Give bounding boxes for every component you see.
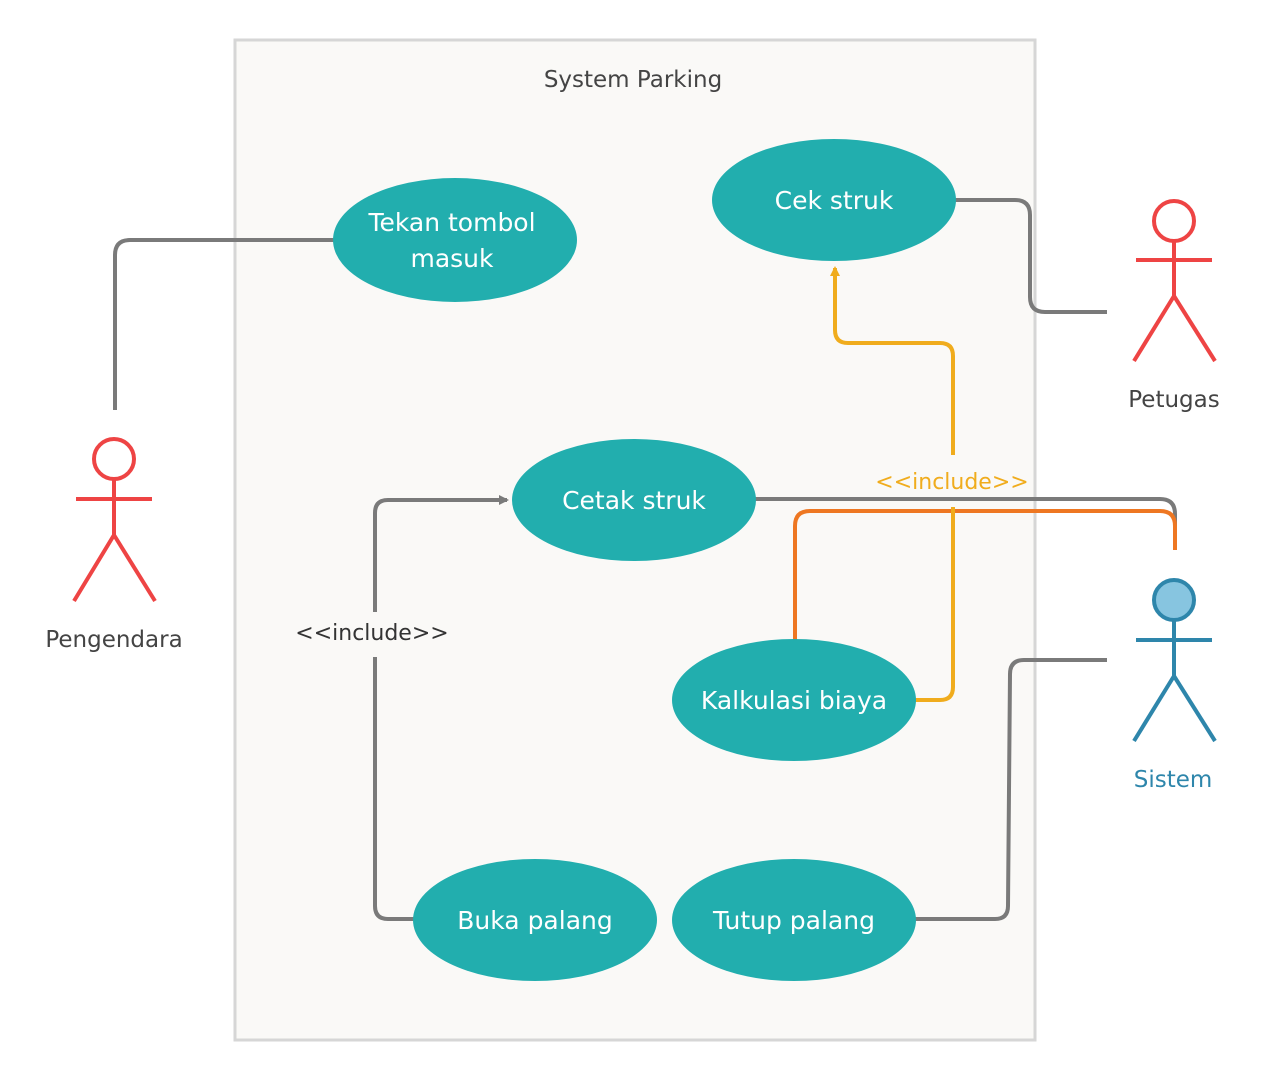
actor-sistem[interactable] bbox=[1132, 578, 1217, 743]
association-cetak-struk-sistem bbox=[755, 497, 1177, 532]
use-case-cetak-struk[interactable]: Cetak struk bbox=[512, 439, 756, 561]
association-tutup-palang-sistem bbox=[915, 658, 1107, 921]
association-pengendara-tekan-tombol bbox=[113, 238, 335, 410]
actor-label-petugas: Petugas bbox=[1128, 387, 1219, 413]
use-case-tekan-tombol-masuk[interactable]: Tekan tombol masuk bbox=[333, 178, 577, 302]
use-case-cek-struk[interactable]: Cek struk bbox=[712, 139, 956, 261]
association-kalkulasi-biaya-sistem bbox=[793, 509, 1177, 640]
use-case-label: masuk bbox=[410, 244, 494, 273]
include-label-right: <<include>> bbox=[875, 470, 1028, 495]
use-case-tutup-palang[interactable]: Tutup palang bbox=[672, 859, 916, 981]
use-case-label: Tekan tombol bbox=[367, 208, 535, 237]
use-case-label: Tutup palang bbox=[712, 906, 875, 935]
actor-pengendara[interactable] bbox=[72, 437, 157, 603]
use-case-buka-palang[interactable]: Buka palang bbox=[413, 859, 657, 981]
include-kalkulasi-biaya-cek-struk bbox=[835, 268, 955, 702]
actor-head bbox=[1152, 578, 1196, 622]
actor-label-sistem: Sistem bbox=[1134, 767, 1213, 793]
use-case-label: Cetak struk bbox=[562, 486, 706, 515]
include-label-left: <<include>> bbox=[295, 621, 448, 646]
use-case-label: Buka palang bbox=[457, 906, 612, 935]
use-case-kalkulasi-biaya[interactable]: Kalkulasi biaya bbox=[672, 639, 916, 761]
association-cek-struk-petugas bbox=[955, 198, 1107, 314]
actor-head bbox=[1152, 199, 1196, 243]
actor-label-pengendara: Pengendara bbox=[45, 627, 182, 653]
use-case-label: Cek struk bbox=[775, 186, 894, 215]
actor-head bbox=[92, 437, 136, 481]
actor-petugas[interactable] bbox=[1132, 199, 1217, 363]
include-buka-palang-cetak-struk bbox=[373, 500, 507, 921]
use-case-label: Kalkulasi biaya bbox=[701, 686, 887, 715]
system-title: System Parking bbox=[544, 67, 722, 93]
